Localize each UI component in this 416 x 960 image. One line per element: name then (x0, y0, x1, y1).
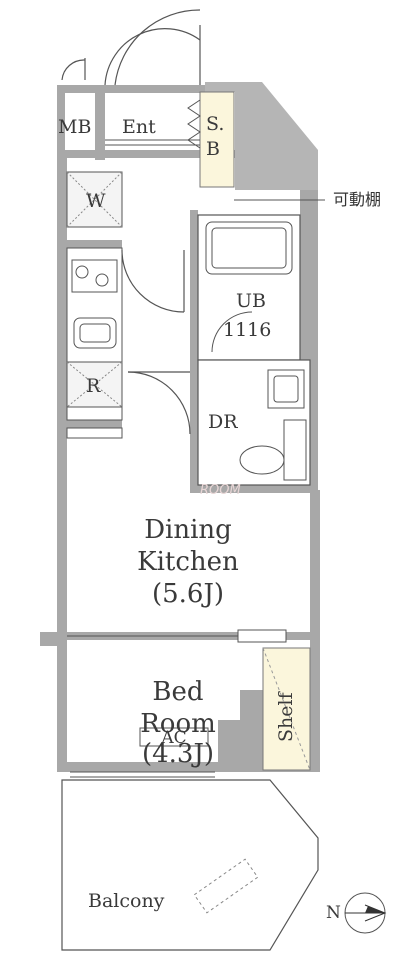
label-room: Room (140, 709, 216, 739)
shoe-door (187, 99, 201, 149)
wash-basin-inner (273, 375, 299, 403)
label-dr: DR (208, 411, 238, 433)
washer-x1 (66, 171, 123, 228)
label-bed-size: (4.3J) (142, 739, 214, 769)
entrance-door-arc2 (114, 9, 201, 86)
mb-wall-right (95, 85, 105, 160)
kitchen-wall-top (57, 240, 122, 248)
left-wall (57, 150, 67, 770)
entrance-wall-top (105, 85, 205, 93)
dressing-room (197, 359, 311, 486)
label-kitchen: Kitchen (137, 547, 239, 577)
bath-wall-outer (190, 210, 198, 492)
bath-wall-bottom (190, 485, 318, 493)
wash-basin (267, 369, 305, 409)
label-balcony: Balcony (88, 890, 165, 912)
kitchen-wall-bottom (57, 420, 122, 428)
mb-wall-left (57, 85, 65, 160)
bath-door (211, 311, 253, 353)
balcony (61, 779, 319, 951)
balcony-hatch (193, 858, 259, 914)
label-mb: MB (58, 116, 91, 138)
sink-inner (79, 323, 111, 343)
dk-vent (237, 629, 287, 643)
label-bed: Bed (152, 677, 203, 707)
fridge-space (66, 361, 123, 408)
stove-burner-2 (95, 273, 109, 287)
label-north: N (326, 903, 341, 923)
north-compass-icon (344, 892, 387, 934)
pillar-left (40, 632, 67, 646)
label-sb-top: S. (206, 113, 224, 135)
sink (73, 317, 117, 349)
ac-unit (139, 727, 209, 747)
label-r: R (86, 375, 101, 397)
label-sb-bottom: B (206, 138, 220, 160)
stove-burner-1 (75, 265, 89, 279)
label-ub: UB (236, 290, 266, 312)
label-w: W (86, 190, 106, 212)
label-movable-shelf: 可動棚 (333, 190, 381, 209)
mb-door-arc (61, 59, 86, 81)
pipe-shaft (205, 82, 318, 205)
label-dk-size: (5.6J) (152, 579, 224, 609)
watermark: ROOM (200, 483, 241, 498)
shelf-diagonal (262, 647, 311, 771)
dr-door-arc (127, 371, 191, 435)
stove-outline (71, 259, 118, 293)
hall-wall-left (57, 150, 235, 158)
bottom-wall (57, 762, 320, 772)
washer-x2 (66, 171, 123, 228)
label-ub-size: 1116 (223, 319, 271, 341)
toilet-tank (283, 419, 307, 481)
label-ent: Ent (122, 116, 156, 138)
entrance-door-arc (104, 28, 201, 86)
label-shelf: Shelf (275, 690, 297, 742)
mb-wall-top (57, 85, 99, 93)
kitchen-shelf (66, 427, 123, 439)
label-ac: AC (160, 728, 186, 748)
hall-door-arc (121, 249, 185, 313)
bathtub-inner (211, 227, 287, 269)
shoe-box (199, 91, 235, 188)
right-wall-lower (310, 490, 320, 770)
bathtub (205, 221, 293, 275)
label-dining: Dining (144, 515, 232, 545)
